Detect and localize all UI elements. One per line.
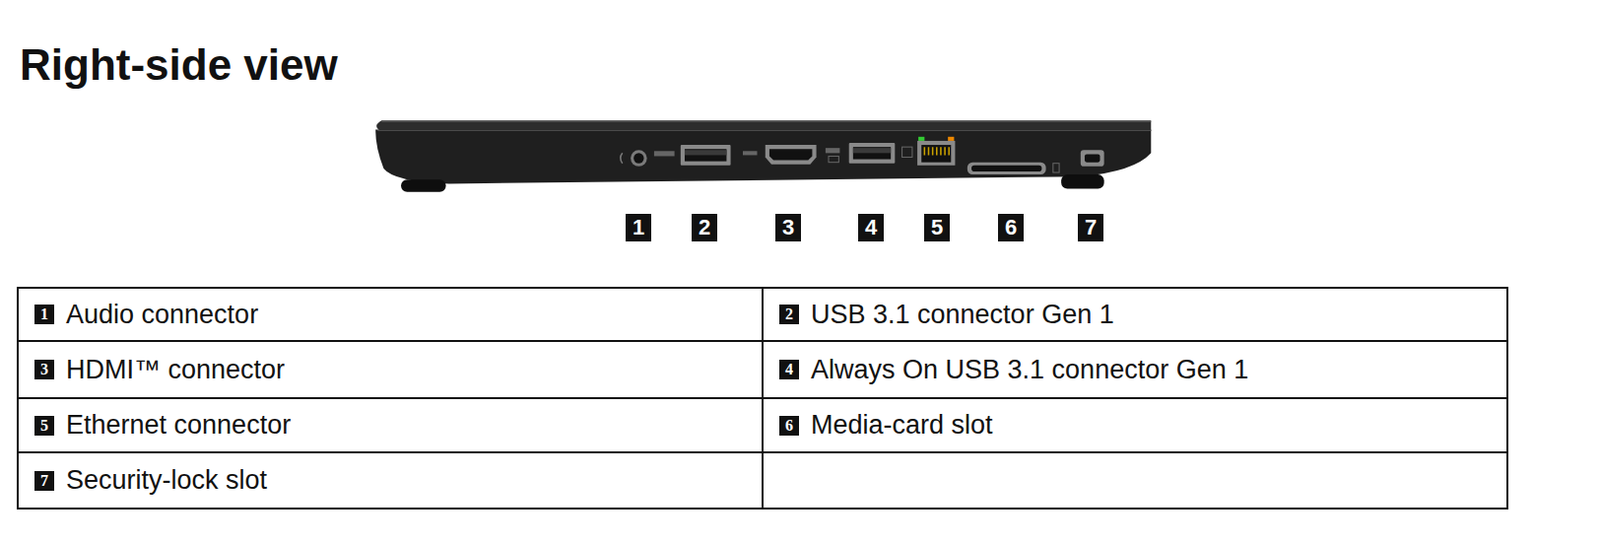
- lid-edge: [381, 121, 1151, 123]
- callout-number: 5: [924, 213, 950, 242]
- table-rule: [761, 287, 764, 509]
- ethernet-led: [947, 136, 954, 141]
- card-icon: [1053, 163, 1060, 173]
- ethernet-icon: [902, 146, 913, 157]
- table-number: 2: [779, 304, 800, 325]
- callout-number: 2: [691, 213, 718, 242]
- usb-icon: [654, 150, 675, 156]
- usb-tongue: [684, 149, 727, 155]
- table-cell: Security-lock slot: [66, 466, 267, 494]
- table-number: 4: [779, 359, 800, 380]
- usb-port-hole: [684, 148, 727, 161]
- ethernet-pins: [924, 146, 949, 155]
- card-slot: [967, 162, 1047, 175]
- ethernet-port: [917, 140, 955, 166]
- table-number: 7: [34, 470, 55, 491]
- callout-number: 4: [858, 213, 884, 242]
- ethernet-port-hole: [921, 144, 951, 163]
- table-grid: [17, 287, 1508, 509]
- table-number: 3: [34, 359, 55, 380]
- laptop-lid: [376, 120, 1151, 131]
- callout-number: 1: [625, 213, 652, 242]
- usb-port: [849, 142, 896, 164]
- usb-port: [680, 144, 732, 166]
- power-icon: [828, 155, 839, 162]
- callout-number: 6: [998, 213, 1024, 242]
- table-cell: HDMI™ connector: [66, 356, 285, 384]
- ethernet-led: [918, 136, 925, 141]
- callout-number: 3: [775, 213, 801, 242]
- table-cell: Audio connector: [66, 301, 259, 329]
- card-slot-hole: [971, 165, 1042, 172]
- laptop-foot: [400, 179, 447, 192]
- usb-icon: [825, 147, 841, 153]
- laptop-foot: [1061, 174, 1105, 190]
- page-title: Right-side view: [19, 43, 338, 87]
- table-number: 1: [34, 304, 55, 325]
- table-number: 5: [34, 415, 55, 436]
- usb-port-hole: [853, 146, 891, 159]
- callout-number: 7: [1077, 213, 1104, 242]
- table-cell: Always On USB 3.1 connector Gen 1: [810, 356, 1249, 384]
- lock-slot-hole: [1084, 153, 1101, 162]
- usb-tongue: [853, 147, 891, 153]
- hdmi-port: [765, 144, 817, 165]
- lid-seam: [377, 130, 1151, 132]
- hdmi-port-hole: [769, 148, 812, 160]
- audio-port: [630, 149, 648, 167]
- table-cell: Ethernet connector: [66, 411, 291, 439]
- laptop-side: [375, 120, 1151, 192]
- lock-slot: [1080, 149, 1105, 167]
- audio-icon: [620, 152, 623, 163]
- table-cell: USB 3.1 connector Gen 1: [810, 301, 1115, 329]
- table-number: 6: [779, 415, 800, 436]
- hdmi-icon: [742, 150, 758, 155]
- table-border: [17, 287, 1508, 509]
- laptop-base: [375, 130, 1151, 185]
- table-cell: Media-card slot: [810, 411, 994, 439]
- audio-port-hole: [633, 152, 644, 163]
